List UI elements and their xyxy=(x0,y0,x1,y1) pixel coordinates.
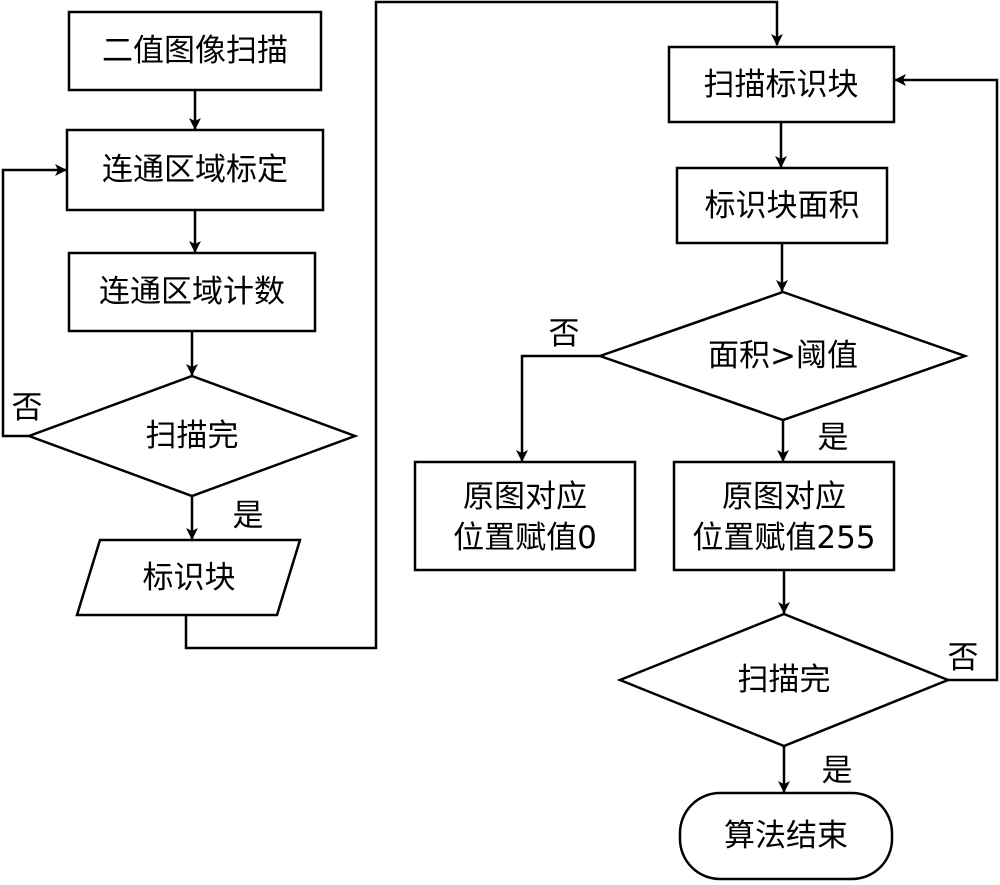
edge-label-block-to-scan-label-block xyxy=(184,0,783,650)
node-binary-scan: 二值图像扫描 xyxy=(67,10,323,92)
edge-label-right-yes: 是 xyxy=(822,753,853,789)
decision-scan-done-right-label: 扫描完 xyxy=(738,662,831,698)
edge-scan-done-no-loop xyxy=(1,164,67,438)
node-scan-label-block: 扫描标识块 xyxy=(667,45,896,124)
decision-scan-done-right: 扫描完 xyxy=(616,612,952,748)
node-label-block-io: 标识块 xyxy=(75,538,302,617)
node-assign-255-line1: 原图对应 xyxy=(722,479,846,515)
node-assign-255-line2: 位置赋值255 xyxy=(692,520,875,556)
decision-scan-done-left: 扫描完 xyxy=(25,374,359,498)
node-assign-0-line2: 位置赋值0 xyxy=(453,520,597,556)
node-assign-255: 原图对应 位置赋值255 xyxy=(672,460,896,572)
edge-label-left-yes: 是 xyxy=(233,498,264,534)
node-assign-0: 原图对应 位置赋值0 xyxy=(413,460,637,572)
node-end-label: 算法结束 xyxy=(724,818,848,854)
edge-label-threshold-yes: 是 xyxy=(818,420,849,456)
edge-threshold-no-to-assign-0 xyxy=(516,354,600,462)
node-block-area: 标识块面积 xyxy=(675,166,889,245)
node-region-label: 连通区域标定 xyxy=(65,128,325,212)
decision-area-threshold: 面积>阈值 xyxy=(596,290,969,422)
edge-label-left-no: 否 xyxy=(12,390,43,426)
edge-scan-done-no-loop-right xyxy=(894,74,999,682)
node-block-area-label: 标识块面积 xyxy=(705,188,860,224)
decision-scan-done-left-label: 扫描完 xyxy=(146,418,239,454)
node-region-count: 连通区域计数 xyxy=(67,251,317,333)
edge-label-right-no: 否 xyxy=(948,640,979,676)
node-assign-0-line1: 原图对应 xyxy=(463,479,587,515)
node-label-block-io-label: 标识块 xyxy=(143,560,236,596)
decision-area-threshold-label: 面积>阈值 xyxy=(708,338,858,374)
node-end: 算法结束 xyxy=(678,791,894,881)
node-region-count-label: 连通区域计数 xyxy=(99,274,285,310)
node-scan-label-block-label: 扫描标识块 xyxy=(704,67,859,103)
node-binary-scan-label: 二值图像扫描 xyxy=(102,33,288,69)
node-region-label-label: 连通区域标定 xyxy=(102,152,288,188)
edge-label-threshold-no: 否 xyxy=(549,316,580,352)
